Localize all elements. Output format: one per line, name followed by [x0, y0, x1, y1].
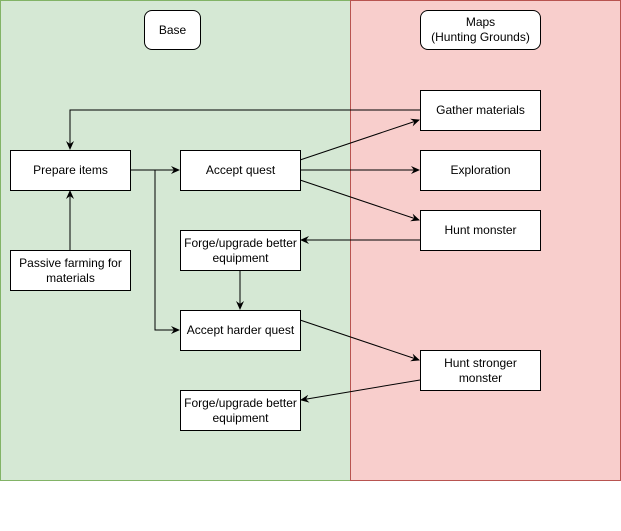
node-gather-materials[interactable]: Gather materials	[420, 90, 541, 131]
node-passive-farming[interactable]: Passive farming for materials	[10, 250, 131, 291]
node-hunt-stronger-monster[interactable]: Hunt stronger monster	[420, 350, 541, 391]
edge-accept-to-gather	[299, 118, 420, 161]
node-hunt-monster[interactable]: Hunt monster	[420, 210, 541, 251]
node-accept-harder-quest[interactable]: Accept harder quest	[180, 310, 301, 351]
node-gather-materials-label: Gather materials	[436, 103, 525, 117]
node-passive-farming-label: Passive farming for materials	[19, 255, 122, 285]
node-prepare-items[interactable]: Prepare items	[10, 150, 131, 191]
node-forge-1-label: Forge/upgrade better equipment	[184, 235, 297, 265]
lane-title-maps-line2: (Hunting Grounds)	[431, 30, 530, 44]
edge-harder-to-stronger	[299, 319, 420, 362]
edge-gather-to-prepare	[66, 109, 420, 150]
node-accept-quest[interactable]: Accept quest	[180, 150, 301, 191]
lane-title-maps[interactable]: Maps (Hunting Grounds)	[420, 10, 541, 50]
edge-prepare-to-harder	[154, 170, 180, 334]
node-accept-harder-quest-label: Accept harder quest	[186, 323, 295, 337]
edge-stronger-to-forge2	[300, 379, 421, 403]
node-exploration-label: Exploration	[450, 163, 511, 177]
node-forge-2[interactable]: Forge/upgrade better equipment	[180, 390, 301, 431]
node-forge-1[interactable]: Forge/upgrade better equipment	[180, 230, 301, 271]
node-exploration[interactable]: Exploration	[420, 150, 541, 191]
node-hunt-stronger-monster-label: Hunt stronger monster	[444, 355, 517, 385]
lane-title-base-label: Base	[158, 22, 187, 37]
node-prepare-items-label: Prepare items	[33, 163, 108, 177]
lane-title-base[interactable]: Base	[144, 10, 201, 50]
node-hunt-monster-label: Hunt monster	[444, 223, 517, 237]
lane-title-maps-line1: Maps	[465, 15, 496, 29]
node-forge-2-label: Forge/upgrade better equipment	[184, 395, 297, 425]
node-accept-quest-label: Accept quest	[205, 163, 276, 177]
edge-accept-to-hunt	[299, 179, 420, 222]
